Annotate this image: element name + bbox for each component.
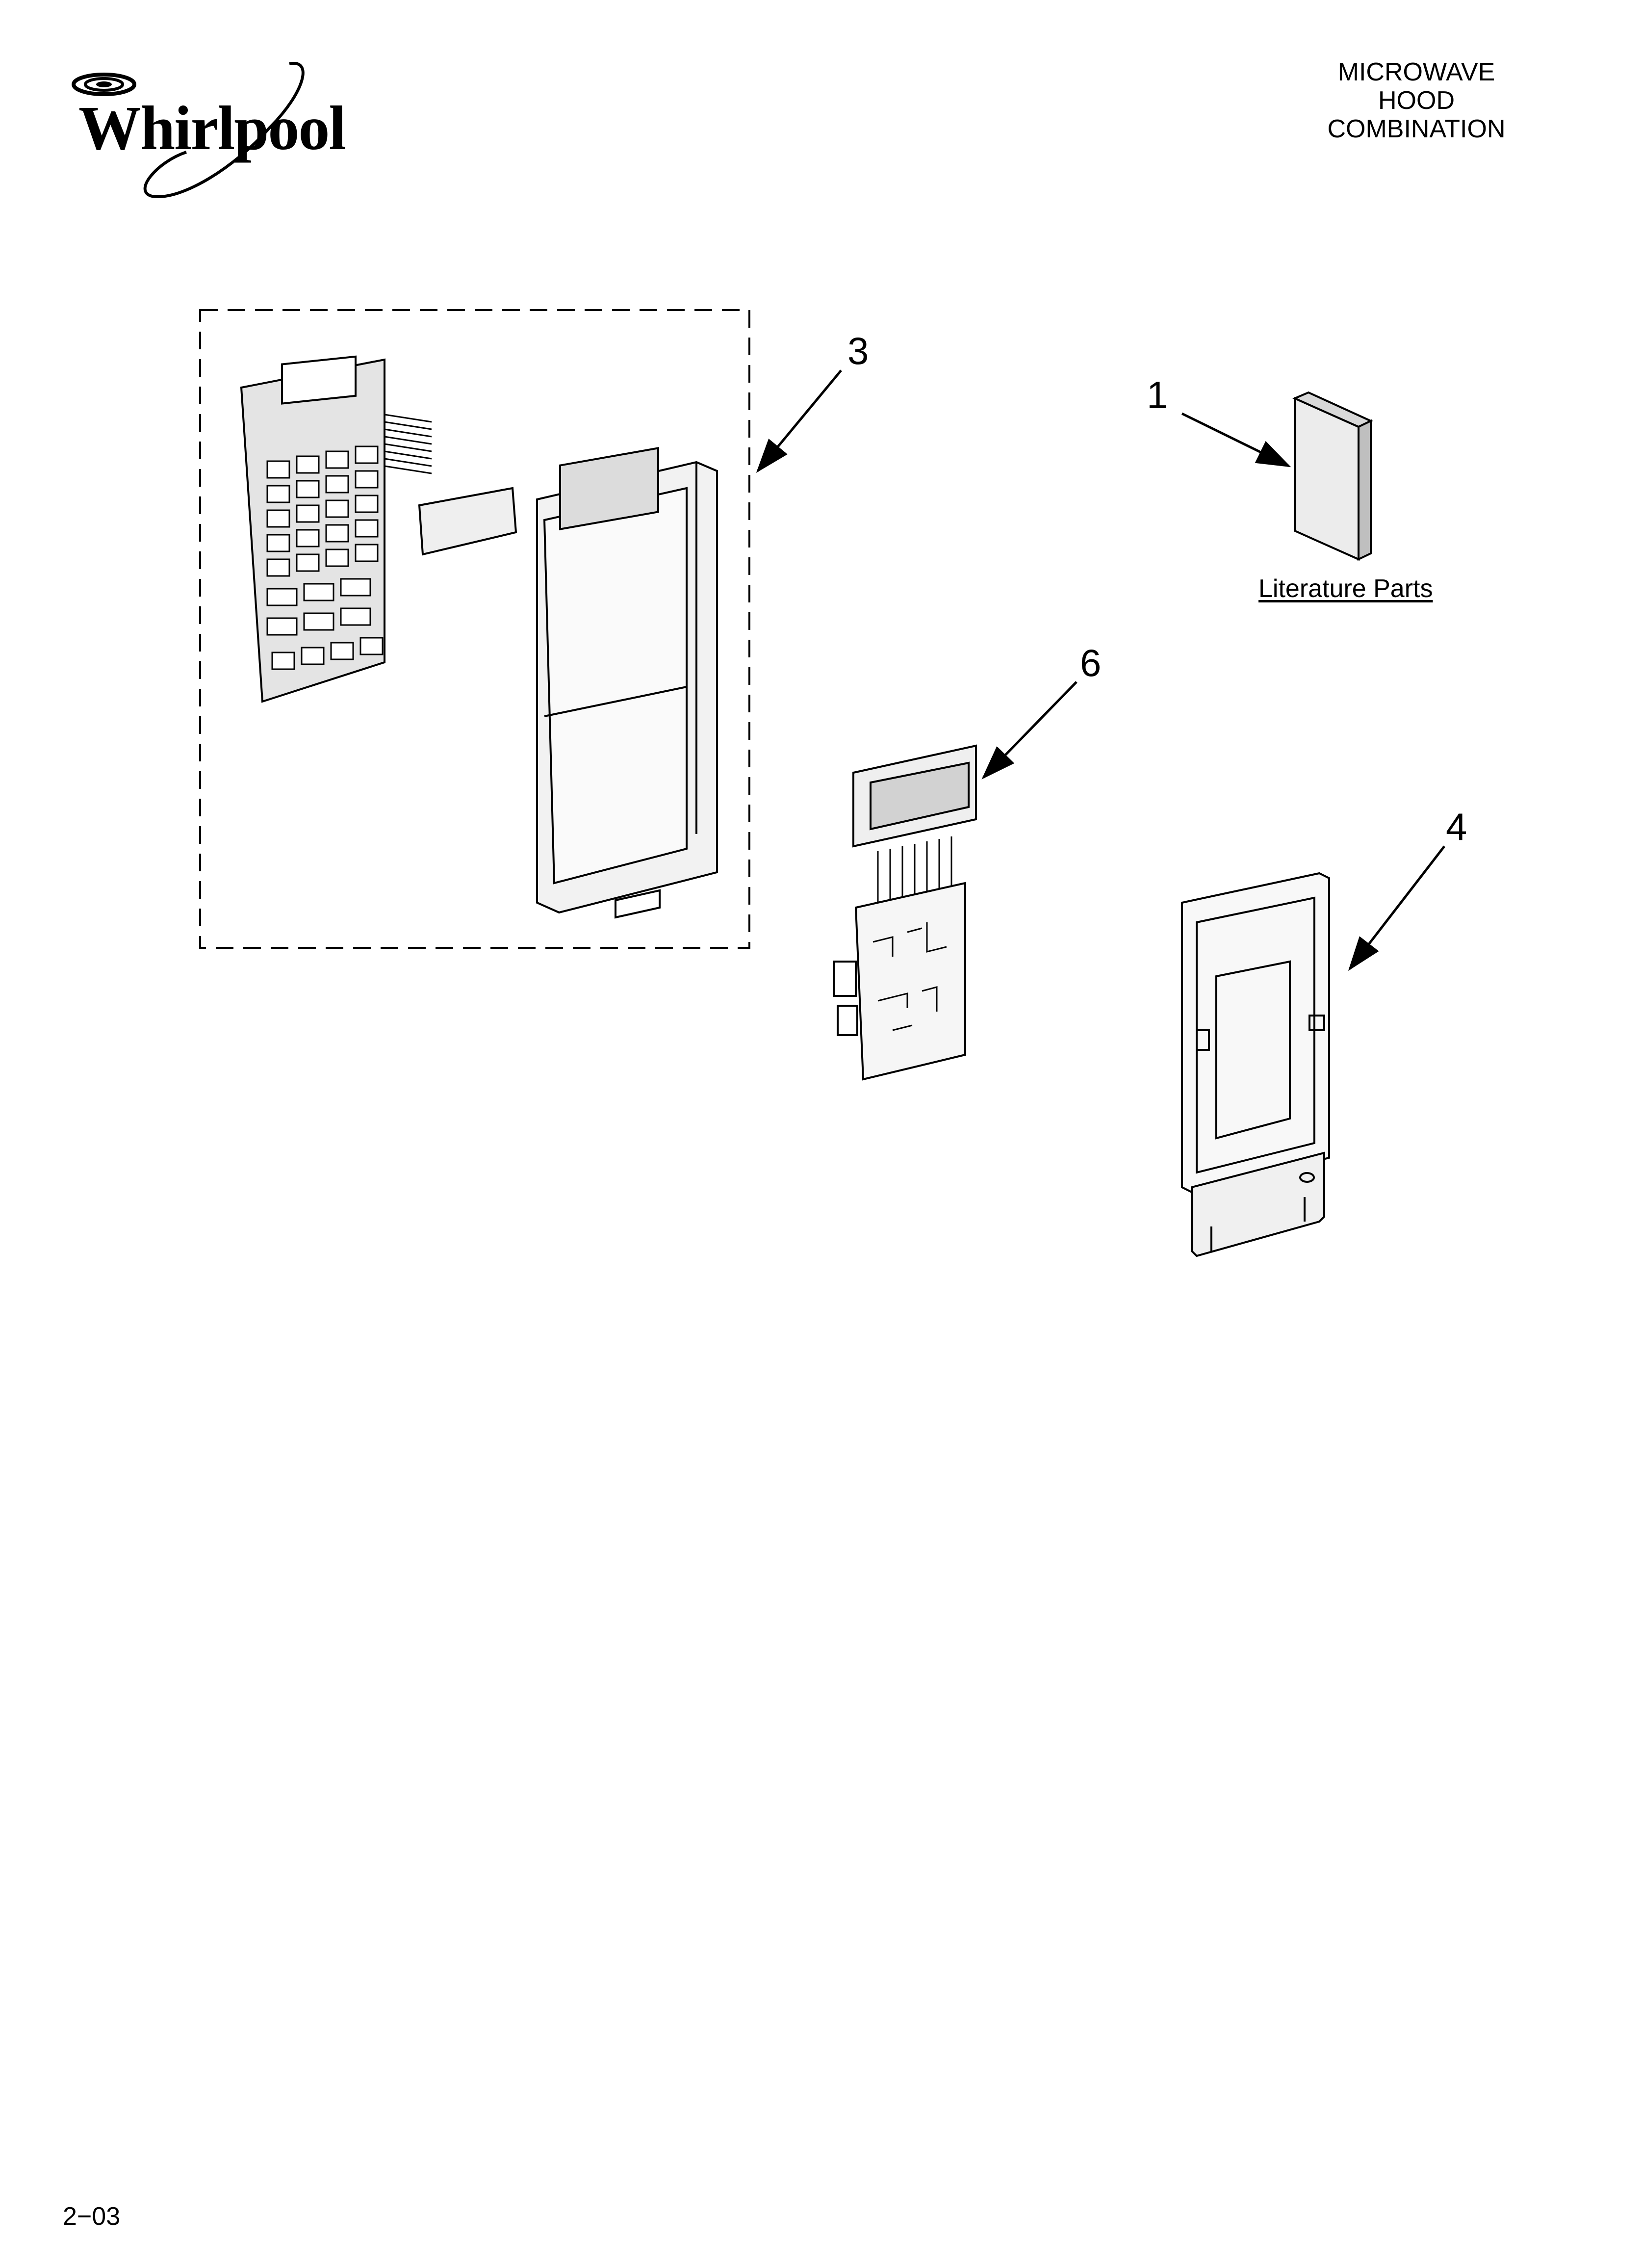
footer-revision-code: 2−03	[63, 2202, 121, 2231]
control-panel-housing	[536, 447, 718, 919]
title-line-3: COMBINATION	[1327, 115, 1506, 143]
logo-swirl-graphic	[72, 62, 305, 198]
leader-arrow-6	[981, 681, 1078, 780]
leader-arrow-4	[1348, 845, 1445, 971]
callout-number-1: 1	[1147, 373, 1168, 417]
document-title: MICROWAVE HOOD COMBINATION	[1269, 58, 1564, 143]
whirlpool-logo: Whirlpool	[59, 54, 346, 211]
mounting-bracket	[1181, 872, 1330, 1257]
display-board	[833, 744, 977, 1081]
leader-arrow-1	[1181, 412, 1291, 468]
display-lens	[418, 487, 517, 556]
brand-wordmark: Whirlpool	[78, 93, 346, 163]
keypad-ribbon-tail	[384, 414, 432, 474]
literature-parts-label: Literature Parts	[1258, 574, 1433, 603]
callout-number-4: 4	[1446, 805, 1467, 848]
leader-arrow-3	[756, 369, 842, 473]
title-line-2: HOOD	[1378, 86, 1455, 115]
callout-number-3: 3	[847, 329, 869, 372]
callout-number-6: 6	[1080, 641, 1102, 684]
keypad-membrane	[240, 355, 385, 703]
literature-book	[1292, 391, 1373, 561]
assembly-3-boundary	[199, 309, 750, 949]
leader-arrows	[756, 369, 1445, 971]
title-line-1: MICROWAVE	[1337, 58, 1495, 86]
